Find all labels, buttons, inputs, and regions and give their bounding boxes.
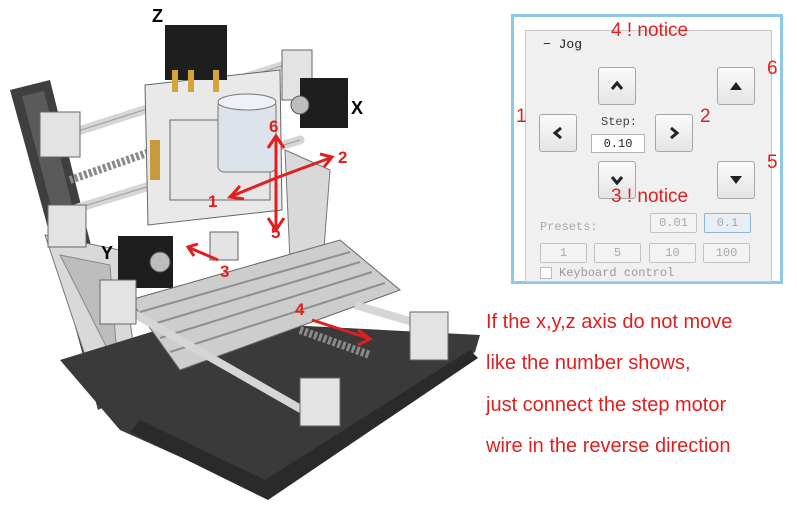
note-line-1: If the x,y,z axis do not move <box>486 311 733 333</box>
jog-panel-frame: − Jog Step: 0.10 Presets: 0.01 0.1 <box>511 14 783 284</box>
direction-arrows <box>185 133 373 347</box>
bottom-frame <box>60 320 480 495</box>
arrow-number-3: 3 <box>220 262 230 281</box>
chevron-right-icon <box>670 126 680 140</box>
note-line-2: like the number shows, <box>486 352 691 374</box>
cnc-machine-illustration <box>10 25 480 500</box>
preset-button-1[interactable]: 1 <box>540 243 587 263</box>
x-lead-screw <box>68 148 152 184</box>
step-input[interactable]: 0.10 <box>591 134 645 153</box>
arrow-number-1: 1 <box>208 192 218 211</box>
annotation-right-2: 2 <box>700 106 711 127</box>
jog-title-text: Jog <box>558 37 583 52</box>
triangle-up-icon <box>730 82 742 90</box>
preset-button-0.1[interactable]: 0.1 <box>704 213 751 233</box>
left-bearing-top <box>39 111 81 158</box>
annotation-z-up-6: 6 <box>767 58 778 79</box>
chevron-up-icon <box>610 80 624 90</box>
spindle <box>217 99 277 173</box>
annotation-z-down-5: 5 <box>767 152 778 173</box>
preset-button-5[interactable]: 5 <box>594 243 641 263</box>
keyboard-control-label: Keyboard control <box>559 266 675 280</box>
jog-z-plus-button[interactable] <box>717 67 755 105</box>
step-label: Step: <box>601 115 638 129</box>
presets-label: Presets: <box>540 220 598 234</box>
x-axis-letter: X <box>351 98 364 118</box>
preset-button-10[interactable]: 10 <box>649 243 696 263</box>
note-line-3: just connect the step motor <box>486 394 727 416</box>
jog-x-minus-button[interactable] <box>539 114 577 152</box>
chevron-down-icon <box>610 176 624 186</box>
jog-y-plus-button[interactable] <box>598 67 636 105</box>
left-bearing-bottom <box>47 204 87 248</box>
arrow-number-4: 4 <box>295 300 305 319</box>
annotation-top-notice: 4 ! notice <box>611 20 689 41</box>
y-lead-screw <box>298 326 372 359</box>
front-bearing-right <box>409 311 449 361</box>
arrow-number-2: 2 <box>338 148 348 167</box>
annotation-bottom-notice: 3 ! notice <box>611 186 689 207</box>
jog-group: − Jog Step: 0.10 Presets: 0.01 0.1 <box>525 30 772 282</box>
jog-z-minus-button[interactable] <box>717 161 755 199</box>
keyboard-control-checkbox[interactable] <box>540 267 552 279</box>
jog-y-minus-button[interactable] <box>598 161 636 199</box>
annotation-left-1: 1 <box>516 106 527 127</box>
jog-x-plus-button[interactable] <box>655 114 693 152</box>
jog-group-title: − Jog <box>539 37 587 52</box>
y-axis-letter: Y <box>101 243 114 263</box>
front-bearing-left <box>299 377 341 427</box>
preset-button-100[interactable]: 100 <box>703 243 750 263</box>
y-rail-left <box>108 296 322 424</box>
arrow-number-5: 5 <box>271 223 281 242</box>
triangle-down-icon <box>730 176 742 184</box>
arrow-number-6: 6 <box>269 117 279 136</box>
preset-button-0.01[interactable]: 0.01 <box>650 213 697 233</box>
note-line-4: wire in the reverse direction <box>486 435 731 457</box>
z-axis-letter: Z <box>152 6 163 26</box>
chevron-left-icon <box>552 126 562 140</box>
